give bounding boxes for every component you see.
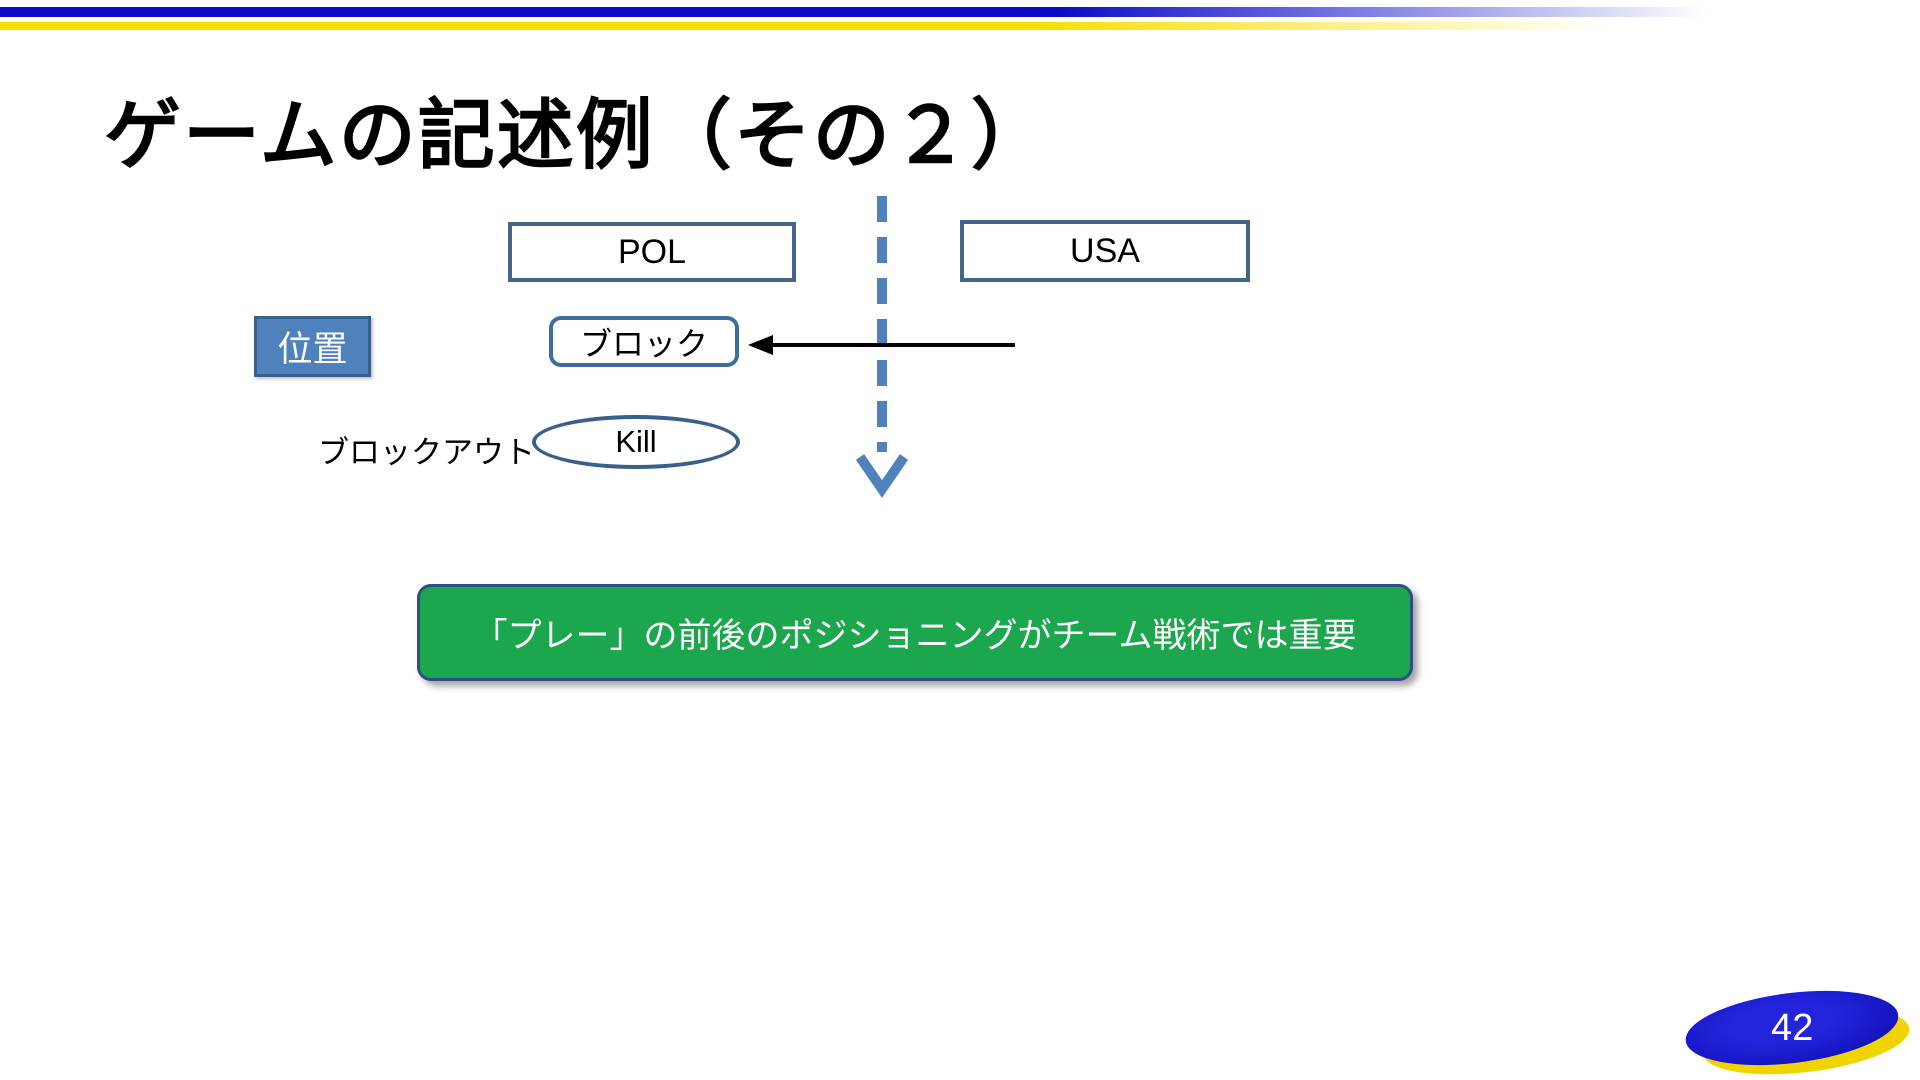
block-box: ブロック	[549, 316, 739, 367]
usa-box-label: USA	[1070, 231, 1140, 270]
callout-text: 「プレー」の前後のポジショニングがチーム戦術では重要	[473, 617, 1357, 655]
kill-ellipse: Kill	[532, 415, 740, 469]
pol-box: POL	[508, 222, 796, 282]
dashed-down-arrow-icon	[855, 196, 909, 498]
usa-box: USA	[960, 220, 1250, 282]
slide-title: ゲームの記述例（その２）	[104, 93, 1050, 179]
position-box-label: 位置	[277, 330, 348, 369]
kill-ellipse-label: Kill	[615, 424, 657, 459]
block-box-label: ブロック	[579, 325, 708, 362]
callout-banner: 「プレー」の前後のポジショニングがチーム戦術では重要	[417, 584, 1413, 681]
top-yellow-bar	[0, 22, 1660, 30]
top-blue-bar	[0, 7, 1760, 17]
blockout-label: ブロックアウト	[318, 435, 535, 470]
position-box: 位置	[254, 316, 371, 377]
pol-box-label: POL	[617, 232, 687, 271]
left-arrow-icon	[748, 335, 1015, 355]
page-number: 42	[1770, 1006, 1814, 1049]
